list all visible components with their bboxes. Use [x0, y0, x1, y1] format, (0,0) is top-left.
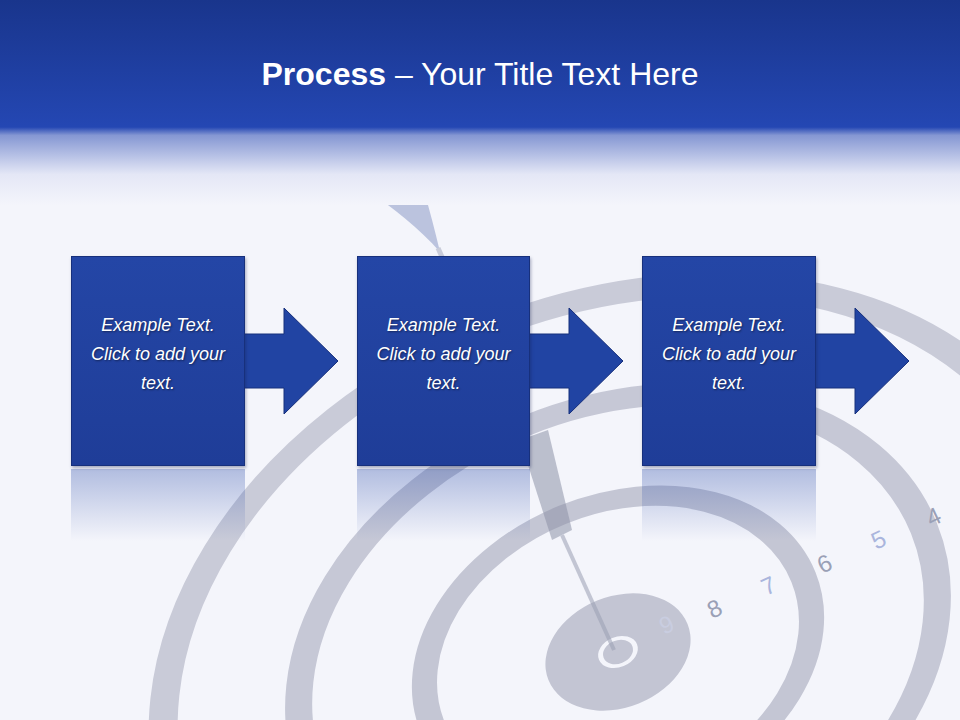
dartboard: [52, 153, 960, 720]
box-text: Example Text. Click to add your text.: [369, 311, 519, 398]
block-arrow: [243, 308, 338, 414]
box-reflections: [71, 469, 816, 541]
title-banner: [0, 0, 960, 205]
slide-title: Process – Your Title Text Here: [0, 52, 960, 96]
box-text: Example Text. Click to add your text.: [654, 311, 804, 398]
dart: [300, 135, 614, 650]
outgoing-arrow: [814, 308, 909, 414]
process-box: Example Text. Click to add your text.: [357, 256, 530, 466]
process-box: Example Text. Click to add your text.: [71, 256, 245, 466]
box-text: Example Text. Click to add your text.: [83, 311, 233, 398]
process-box: Example Text. Click to add your text.: [642, 256, 816, 466]
block-arrow: [528, 308, 623, 414]
